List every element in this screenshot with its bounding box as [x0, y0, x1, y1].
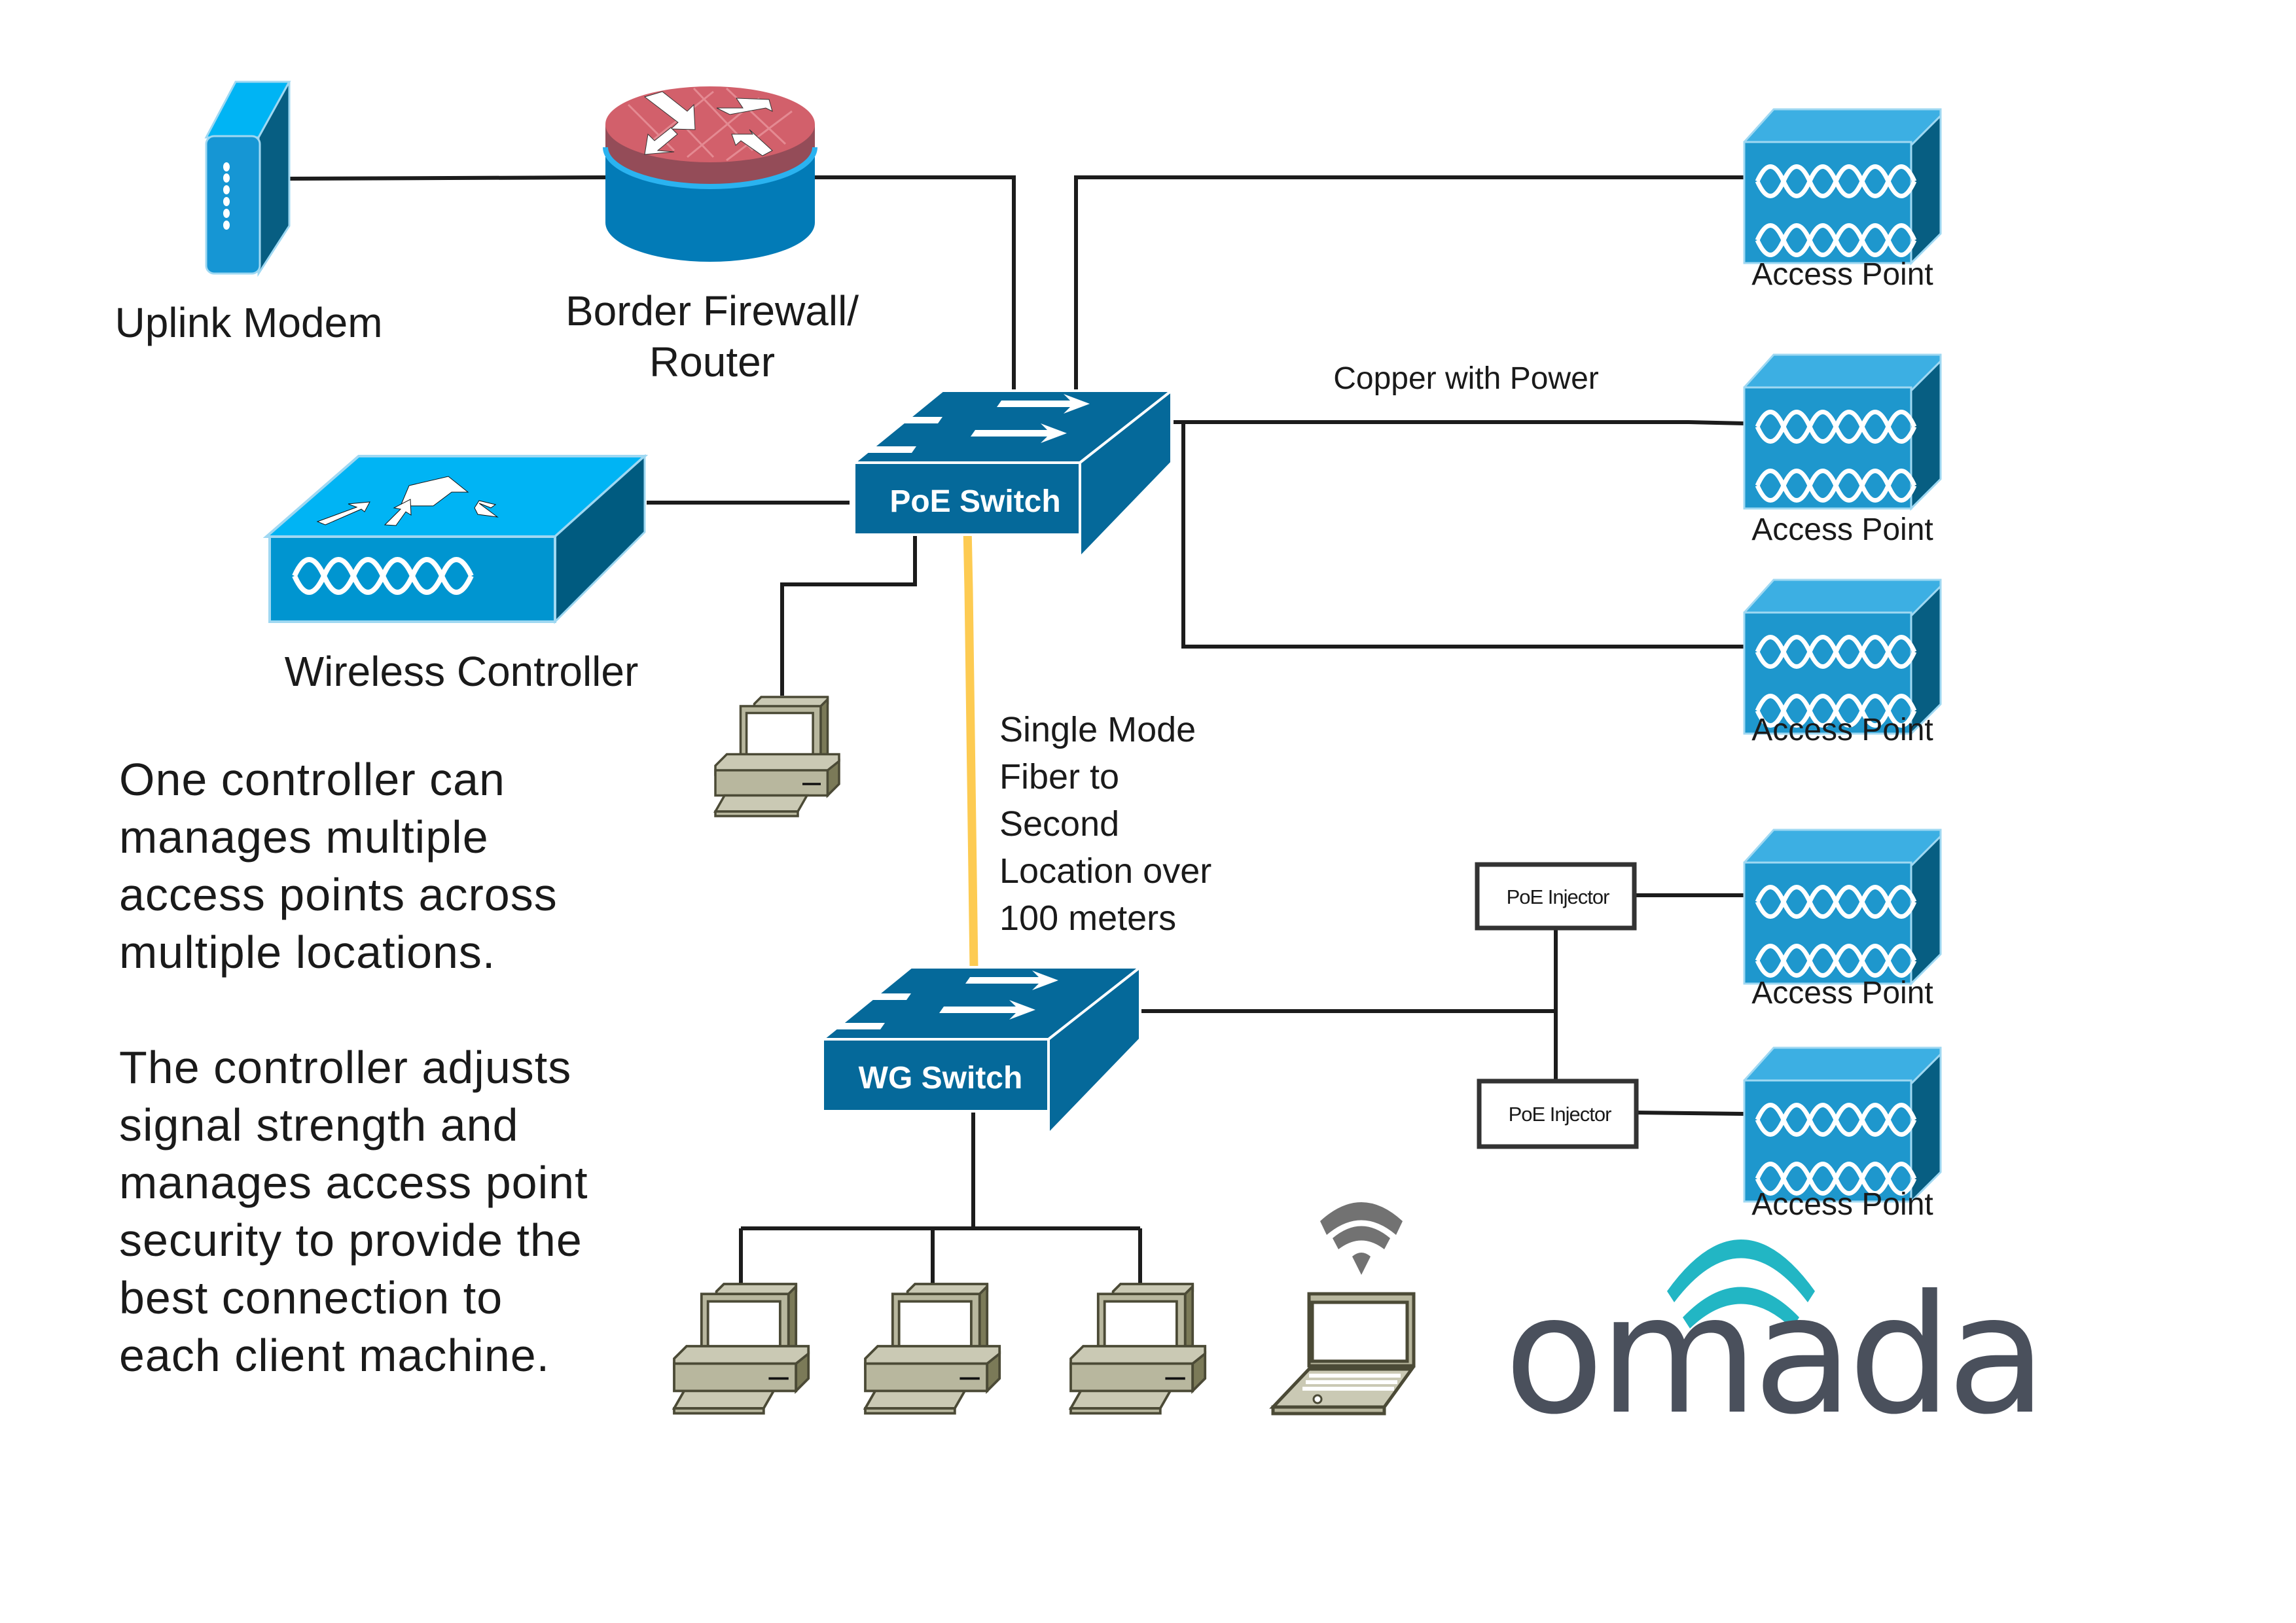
wireless-controller-icon	[262, 454, 649, 624]
access-point-icon	[1744, 355, 1941, 508]
wire-modem-router	[289, 175, 609, 181]
workstation-icon	[1069, 1283, 1207, 1415]
wires	[289, 175, 1745, 1284]
workstation[interactable]	[673, 1283, 810, 1415]
modem-icon	[204, 80, 291, 277]
signal-arcs-icon	[1667, 1240, 1815, 1329]
poe-injector[interactable]: PoE Injector	[1477, 1079, 1639, 1149]
fiber-label-line: Fiber to	[999, 757, 1119, 796]
poe-switch[interactable]: PoE Switch	[827, 389, 1173, 559]
copper-link-label: Copper with Power	[1333, 361, 1599, 396]
modem-label: Uplink Modem	[115, 299, 382, 346]
access-point-label: Access Point	[1751, 512, 1933, 547]
poe-switch-label: PoE Switch	[889, 484, 1060, 519]
wire-poe-switch-pc	[780, 527, 917, 696]
router-label-line1: Border Firewall/	[565, 287, 859, 334]
fiber-link	[963, 527, 978, 969]
wire-injector2-ap5	[1636, 1111, 1745, 1116]
switch-icon	[827, 389, 1173, 559]
workstation[interactable]	[864, 1283, 1001, 1415]
access-point-icon	[1744, 1048, 1941, 1202]
fiber-label-line: Location over	[999, 851, 1211, 891]
workstation[interactable]	[714, 696, 840, 817]
wifi-signal-icon	[1320, 1202, 1403, 1275]
access-point[interactable]: Access Point	[1744, 580, 1941, 747]
note-line: signal strength and	[119, 1099, 519, 1150]
wg-switch-label: WG Switch	[859, 1061, 1023, 1096]
access-point[interactable]: Access Point	[1744, 109, 1941, 292]
poe-injector-label: PoE Injector	[1507, 885, 1610, 908]
fiber-link-label: Single Mode Fiber to Second Location ove…	[999, 710, 1211, 938]
switch-icon	[795, 966, 1141, 1135]
access-point[interactable]: Access Point	[1744, 355, 1941, 547]
wire-poe-switch-ap1	[1074, 175, 1744, 389]
wireless-controller[interactable]: Wireless Controller	[262, 454, 649, 695]
workstation[interactable]	[1069, 1283, 1207, 1415]
note-line: access points across	[119, 869, 558, 920]
access-point-icon	[1744, 580, 1941, 734]
note-line: security to provide the	[119, 1215, 583, 1266]
omada-wordmark: omada	[1504, 1260, 2042, 1450]
access-point-icon	[1744, 830, 1941, 984]
access-point-label: Access Point	[1751, 1187, 1933, 1222]
poe-injector[interactable]: PoE Injector	[1475, 862, 1637, 931]
laptop-icon	[1269, 1292, 1416, 1416]
note-line: manages multiple	[119, 812, 489, 863]
note-controller-scope: One controller can manages multiple acce…	[119, 751, 558, 981]
access-point-label: Access Point	[1751, 257, 1933, 292]
laptop[interactable]	[1269, 1202, 1416, 1416]
router-label-line2: Router	[649, 338, 775, 385]
note-line: One controller can	[119, 754, 505, 805]
wg-switch[interactable]: WG Switch	[795, 966, 1141, 1135]
uplink-modem[interactable]: Uplink Modem	[115, 80, 383, 346]
border-firewall-router[interactable]: Border Firewall/ Router	[565, 86, 859, 385]
access-point[interactable]: Access Point	[1744, 830, 1941, 1010]
note-line: multiple locations.	[119, 927, 496, 978]
workstation-icon	[864, 1283, 1001, 1415]
access-point-label: Access Point	[1751, 976, 1933, 1010]
controller-label: Wireless Controller	[285, 648, 639, 695]
access-point-icon	[1744, 109, 1941, 263]
note-line: manages access point	[119, 1157, 588, 1208]
fiber-label-line: Second	[999, 804, 1119, 844]
omada-logo: omada	[1504, 1240, 2047, 1450]
fiber-label-line: Single Mode	[999, 710, 1196, 749]
note-line: each client machine.	[119, 1330, 550, 1381]
firewall-router-icon	[603, 86, 817, 262]
note-line: best connection to	[119, 1272, 503, 1323]
wire-router-poe-switch	[815, 175, 1016, 389]
workstation-icon	[673, 1283, 810, 1415]
workstation-icon	[714, 696, 840, 817]
access-point[interactable]: Access Point	[1744, 1048, 1941, 1222]
fiber-label-line: 100 meters	[999, 899, 1176, 938]
note-controller-function: The controller adjusts signal strength a…	[119, 1039, 588, 1384]
wire-poe-switch-ap2	[1174, 420, 1745, 425]
note-line: The controller adjusts	[119, 1042, 572, 1093]
wire-poe-switch-ap3	[1181, 424, 1744, 649]
poe-injector-label: PoE Injector	[1509, 1103, 1612, 1126]
access-point-label: Access Point	[1751, 713, 1933, 747]
